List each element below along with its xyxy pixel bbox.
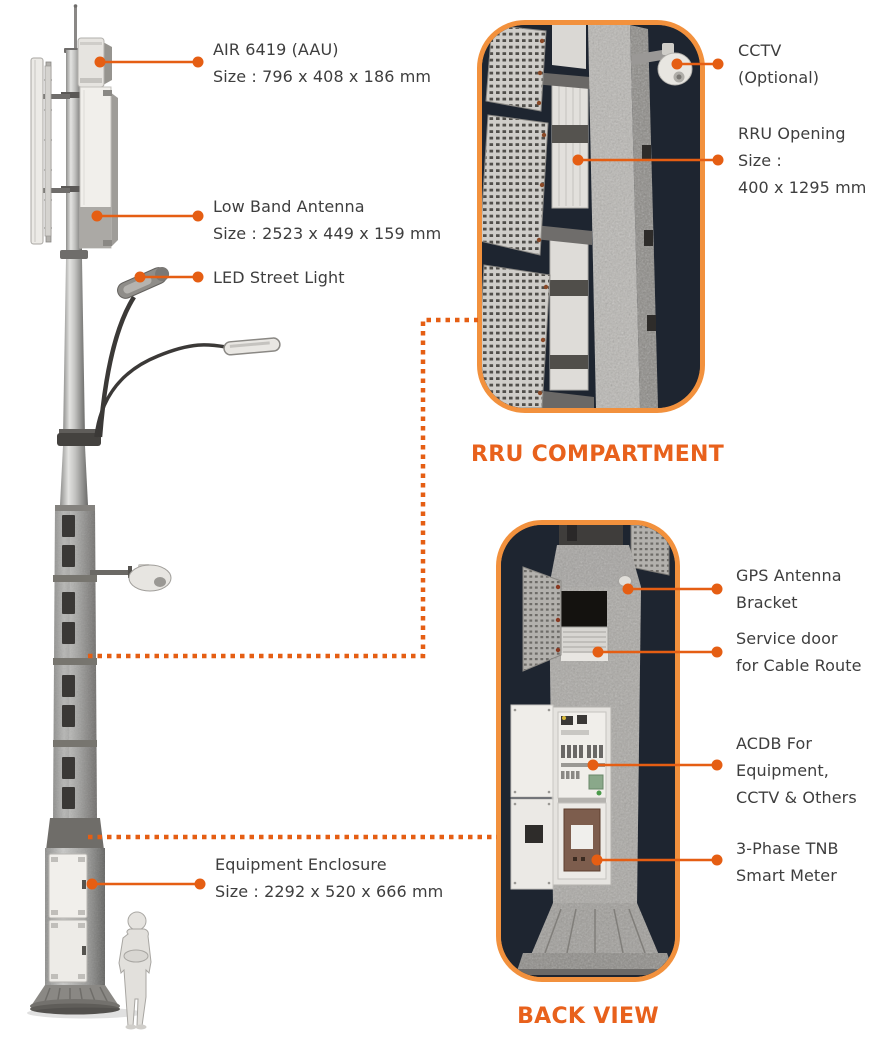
back-view-photo — [501, 525, 675, 977]
street-light-arm-1 — [97, 295, 136, 438]
door-hinges — [536, 38, 549, 396]
label-size: Size : 796 x 408 x 186 mm — [213, 67, 432, 86]
rru-compartment-inset — [477, 20, 705, 413]
label-line: RRU Opening — [738, 124, 846, 143]
rru-mesh-doors — [482, 25, 551, 408]
label-line: GPS Antenna — [736, 566, 842, 585]
label-rru-opening: RRU Opening Size : 400 x 1295 mm — [738, 120, 866, 201]
label-title: LED Street Light — [213, 268, 345, 287]
rru-compartment-title: RRU COMPARTMENT — [471, 442, 725, 467]
label-line: CCTV & Others — [736, 788, 857, 807]
pole-clamp — [61, 92, 87, 98]
label-line: 3-Phase TNB — [736, 839, 839, 858]
gps-antenna-bracket — [618, 575, 632, 587]
aau-panel — [77, 37, 112, 88]
label-equipment-enclosure: Equipment Enclosure Size : 2292 x 520 x … — [215, 851, 443, 905]
label-low-band-antenna: Low Band Antenna Size : 2523 x 449 x 159… — [213, 193, 441, 247]
label-title: Equipment Enclosure — [215, 855, 387, 874]
pole-clamp — [61, 186, 87, 192]
low-band-antenna-panel — [79, 86, 118, 249]
back-view-inset — [496, 520, 680, 982]
label-title: Low Band Antenna — [213, 197, 365, 216]
label-line: Size : — [738, 151, 782, 170]
pole-shaft-lower — [60, 446, 88, 505]
label-line: Smart Meter — [736, 866, 837, 885]
label-line: 400 x 1295 mm — [738, 178, 867, 197]
label-line: Bracket — [736, 593, 798, 612]
street-light-arm-2 — [94, 343, 227, 438]
label-acdb: ACDB For Equipment, CCTV & Others — [736, 730, 857, 811]
pole-collar — [60, 250, 88, 259]
rru-compartment-photo — [482, 25, 700, 408]
pole-top-section — [66, 50, 82, 258]
equipment-enclosure-base — [45, 848, 105, 988]
enclosure-cap — [46, 818, 104, 850]
antenna-mesh-panel — [630, 525, 670, 576]
label-line: (Optional) — [738, 68, 820, 87]
bracket-detail — [567, 525, 577, 541]
label-title: AIR 6419 (AAU) — [213, 40, 339, 59]
label-gps-antenna-bracket: GPS Antenna Bracket — [736, 562, 842, 616]
human-scale-figure — [118, 911, 152, 1030]
pole-shaft — [63, 259, 85, 437]
service-mesh-door — [522, 566, 562, 672]
pole-rru-section — [53, 505, 97, 820]
label-line: Equipment, — [736, 761, 829, 780]
label-size: Size : 2292 x 520 x 666 mm — [215, 882, 444, 901]
back-flared-base — [517, 903, 673, 975]
side-antenna — [30, 57, 70, 245]
smart-meter — [557, 802, 607, 880]
label-air-6419-aau: AIR 6419 (AAU) Size : 796 x 408 x 186 mm — [213, 36, 431, 90]
arm-clamp — [57, 433, 101, 446]
label-service-door: Service door for Cable Route — [736, 625, 862, 679]
label-size: Size : 2523 x 449 x 159 mm — [213, 224, 442, 243]
label-line: Service door — [736, 629, 838, 648]
label-led-street-light: LED Street Light — [213, 264, 345, 291]
label-line: for Cable Route — [736, 656, 862, 675]
led-street-light-head-1 — [117, 267, 170, 299]
pole-cctv-camera — [90, 564, 172, 592]
label-cctv: CCTV (Optional) — [738, 37, 819, 91]
smart-pole-illustration — [27, 4, 281, 1030]
top-antenna-rod — [73, 4, 78, 58]
pole-flared-base — [27, 985, 143, 1019]
rru-center-pole — [588, 25, 658, 408]
led-street-light-head-2 — [223, 337, 281, 356]
back-view-title: BACK VIEW — [517, 1004, 659, 1029]
label-line: CCTV — [738, 41, 782, 60]
service-opening — [561, 591, 607, 627]
label-smart-meter: 3-Phase TNB Smart Meter — [736, 835, 839, 889]
label-line: ACDB For — [736, 734, 813, 753]
arm-clamp-band — [59, 429, 99, 434]
cable-route-louver — [560, 626, 609, 661]
cabinet-outer-doors — [510, 704, 554, 890]
